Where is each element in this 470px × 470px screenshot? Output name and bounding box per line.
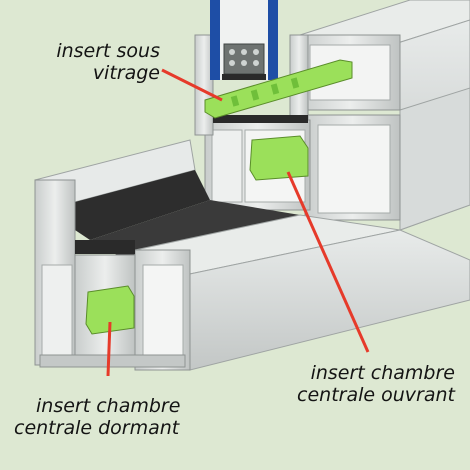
glazing-unit	[210, 0, 278, 80]
frame-chamber-insert-pointer	[106, 321, 112, 377]
glazing-insert-label-line1: insert sous	[56, 40, 160, 62]
sash-chamber-insert-label-line1: insert chambre	[310, 362, 455, 384]
glazing-insert-label-line2: vitrage	[92, 62, 160, 84]
sash-cross-section	[194, 34, 401, 221]
frame-chamber-insert-label: insert chambre centrale dormant	[14, 395, 234, 439]
glazing-insert-label: insert sous vitrage	[10, 40, 160, 84]
sash-chamber-insert-label: insert chambre centrale ouvrant	[250, 362, 455, 406]
pointer-lines	[106, 68, 370, 377]
frame-chamber-insert-label-line1: insert chambre	[36, 395, 181, 417]
frame-cross-section	[34, 179, 191, 371]
frame-chamber-insert-label-line2: centrale dormant	[14, 417, 180, 439]
glazing-insert-pointer	[161, 68, 223, 102]
glazing-insert-shape	[204, 59, 353, 119]
frame-chamber-insert-shape	[85, 285, 135, 335]
sash-chamber-insert-label-line2: centrale ouvrant	[297, 384, 455, 406]
sash-chamber-insert-shape	[249, 135, 309, 181]
sash-chamber-insert-pointer	[286, 171, 370, 353]
